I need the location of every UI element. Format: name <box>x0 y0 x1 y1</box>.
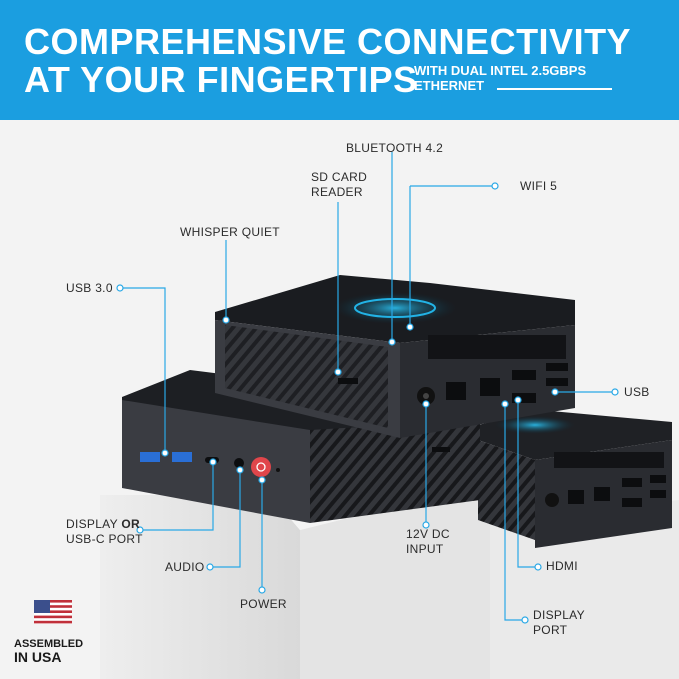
label-dp-line2: PORT <box>533 623 568 637</box>
label-bluetooth: BLUETOOTH 4.2 <box>346 141 444 155</box>
label-wifi: WIFI 5 <box>520 179 558 193</box>
label-power: POWER <box>240 597 287 611</box>
header-banner: COMPREHENSIVE CONNECTIVITY AT YOUR FINGE… <box>0 0 679 120</box>
label-dp-line1: DISPLAY <box>533 608 585 622</box>
subtitle-line2: ETHERNET <box>414 78 485 93</box>
label-display-usbc: DISPLAY OR USB-C PORT <box>66 517 143 547</box>
us-flag-icon <box>34 600 72 624</box>
callout-display <box>140 462 214 531</box>
label-whisper-quiet: WHISPER QUIET <box>180 225 280 239</box>
label-hdmi: HDMI <box>546 559 578 573</box>
label-usb3: USB 3.0 <box>66 281 113 295</box>
label-sd-card: SD CARD READER <box>311 170 367 200</box>
label-display-line2: USB-C PORT <box>66 532 143 546</box>
label-display-port: DISPLAY PORT <box>533 608 585 638</box>
top-mini-pc <box>215 275 575 438</box>
label-audio: AUDIO <box>165 560 205 574</box>
subtitle: WITH DUAL INTEL 2.5GBPS ETHERNET <box>414 63 586 93</box>
label-usb: USB <box>624 385 650 399</box>
label-dc-input: 12V DC INPUT <box>406 527 450 557</box>
subtitle-rule <box>497 88 612 90</box>
headline-line1: COMPREHENSIVE CONNECTIVITY <box>24 21 632 62</box>
callout-hdmi <box>517 400 538 568</box>
assembled-badge: ASSEMBLED IN USA <box>14 638 83 664</box>
label-dc-line1: 12V DC <box>406 527 450 541</box>
assembled-line1: ASSEMBLED <box>14 638 84 650</box>
callout-usb3 <box>120 287 166 453</box>
subtitle-line1: WITH DUAL INTEL 2.5GBPS <box>414 63 587 78</box>
callout-dp <box>504 404 525 621</box>
label-dc-line2: INPUT <box>406 542 444 556</box>
label-sd-card-line1: SD CARD <box>311 170 368 184</box>
right-mini-pc <box>478 410 672 548</box>
callout-dots <box>116 182 619 624</box>
label-display-line1: DISPLAY OR <box>66 517 143 532</box>
headline-line2: AT YOUR FINGERTIPS <box>24 59 418 100</box>
callout-lines <box>120 152 615 621</box>
assembled-line2: IN USA <box>14 649 62 665</box>
pedestal-left <box>100 495 300 679</box>
label-display-or: OR <box>121 517 140 531</box>
callout-audio <box>210 470 241 568</box>
label-sd-card-line2: READER <box>311 185 363 199</box>
label-display-word: DISPLAY <box>66 517 118 531</box>
